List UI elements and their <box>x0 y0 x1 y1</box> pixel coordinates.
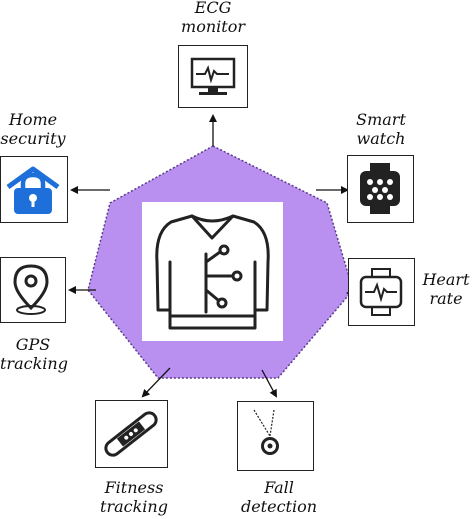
smart-shirt-icon <box>155 214 270 330</box>
arrow-to-fitness <box>141 367 171 398</box>
arrow-to-fall <box>261 369 277 398</box>
fall-label-line1: Fall <box>264 478 294 497</box>
ecg-monitor-box <box>178 45 248 108</box>
fitness-label-line1: Fitness <box>104 478 164 497</box>
ecg-label-line1: ECG <box>194 0 232 17</box>
ecg-monitor-icon <box>190 57 236 95</box>
ecg-label-line2: monitor <box>181 17 245 36</box>
heart-rate-box <box>348 258 415 326</box>
fitness-label: Fitness tracking <box>98 478 170 516</box>
smartwatch-label-line2: watch <box>356 129 406 148</box>
smart-shirt-box <box>142 202 283 341</box>
fall-label: Fall detection <box>238 478 320 516</box>
heart-rate-watch-icon <box>359 268 403 316</box>
home-label: Home security <box>0 110 66 148</box>
ecg-label: ECG monitor <box>170 0 256 36</box>
home-label-line2: security <box>0 129 66 148</box>
fall-detection-box <box>237 401 314 471</box>
smartwatch-label-line1: Smart <box>356 110 406 129</box>
fitness-label-line2: tracking <box>100 497 168 516</box>
home-label-line1: Home <box>8 110 58 129</box>
map-pin-icon <box>13 264 49 315</box>
gps-box <box>0 257 66 323</box>
fitness-box <box>95 400 168 468</box>
heart-label-line1: Heart <box>422 270 470 289</box>
home-security-box <box>0 156 68 223</box>
smartwatch-icon <box>360 163 400 214</box>
smartwatch-box <box>347 155 414 223</box>
fitness-band-icon <box>104 411 158 457</box>
smartwatch-label: Smart watch <box>352 110 410 148</box>
gps-label-line2: tracking <box>0 354 68 373</box>
heart-label-line2: rate <box>429 289 463 308</box>
gps-label: GPS tracking <box>0 335 68 373</box>
gps-label-line1: GPS <box>15 335 51 354</box>
heart-label: Heart rate <box>422 270 470 308</box>
fall-label-line2: detection <box>240 497 318 516</box>
pendant-necklace-icon <box>253 409 279 455</box>
lock-icon <box>6 166 60 214</box>
